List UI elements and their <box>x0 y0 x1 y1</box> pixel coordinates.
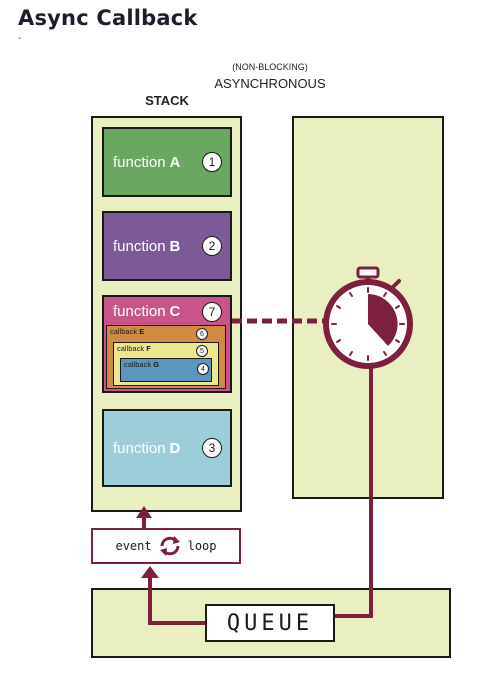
function-a-prefix: function <box>113 153 166 171</box>
function-a-order-badge: 1 <box>202 152 222 172</box>
callback-e-prefix: callback <box>110 327 138 336</box>
stack-label: STACK <box>145 93 189 108</box>
event-loop-box: event loop <box>91 528 241 564</box>
function-b-order-badge: 2 <box>202 236 222 256</box>
event-loop-word-loop: loop <box>187 539 217 553</box>
function-a-name: A <box>169 153 181 171</box>
page-title: Async Callback <box>18 6 198 30</box>
function-d-prefix: function <box>113 439 166 457</box>
refresh-cycle-icon <box>159 536 180 556</box>
function-b-name: B <box>169 237 181 255</box>
function-c-order-badge: 7 <box>202 302 222 322</box>
async-label: ASYNCHRONOUS <box>214 76 326 91</box>
callback-e-order-badge: 6 <box>196 328 208 340</box>
function-d-order-badge: 3 <box>202 438 222 458</box>
callback-f-name: F <box>146 344 151 353</box>
queue-box: QUEUE <box>205 604 335 642</box>
callback-f-prefix: callback <box>117 344 145 353</box>
callback-f-order-badge: 5 <box>196 345 208 357</box>
async-panel <box>292 116 444 499</box>
function-b-prefix: function <box>113 237 166 255</box>
arrow-up-icon <box>141 566 159 578</box>
callback-e-name: E <box>139 327 145 336</box>
callback-g-prefix: callback <box>124 360 152 369</box>
callback-g-name: G <box>153 360 160 369</box>
title-underline-mark: - <box>18 33 22 44</box>
function-d-name: D <box>169 439 181 457</box>
event-loop-word-event: event <box>115 539 152 553</box>
callback-g-order-badge: 4 <box>197 363 209 375</box>
function-c-name: C <box>169 303 181 320</box>
function-c-prefix: function <box>113 303 166 320</box>
callback-g-block: callback G <box>120 358 212 382</box>
async-sublabel: (NON-BLOCKING) <box>232 62 308 72</box>
